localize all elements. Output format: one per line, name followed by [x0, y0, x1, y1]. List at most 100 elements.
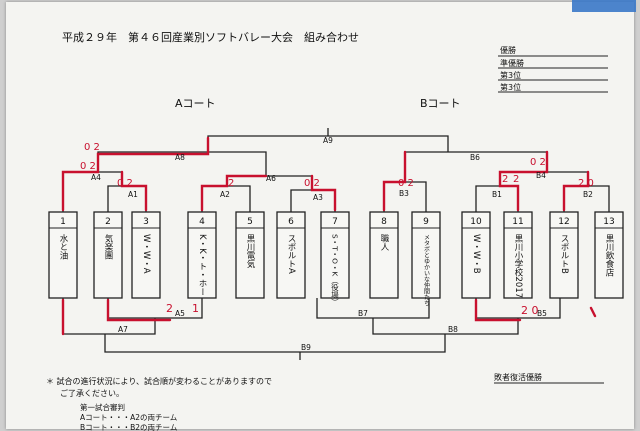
team-number: 13 [603, 217, 614, 227]
match-label: A6 [266, 174, 276, 183]
team-name: 水と油 [58, 233, 68, 260]
team-box-frame [235, 211, 265, 299]
team-box-2: 2 気楽團 [93, 211, 123, 299]
team-box-frame [549, 211, 579, 299]
team-box-8: 8 職人 [369, 211, 399, 299]
team-box-frame [131, 211, 161, 299]
team-number: 2 [105, 217, 111, 227]
blue-tape [572, 0, 636, 12]
team-name: スポルトB [559, 234, 569, 274]
match-label: A9 [323, 136, 333, 145]
team-box-1: 1 水と油 [48, 211, 78, 299]
team-box-4: 4K・K・ト・ホー [187, 211, 217, 299]
result-runner-up: 準優勝 [500, 58, 524, 68]
match-label: B2 [583, 190, 593, 199]
score-a3: 0 2 [304, 178, 320, 189]
team-box-frame [369, 211, 399, 299]
score-b1: 2 [513, 174, 519, 185]
match-label: B1 [492, 190, 502, 199]
note-line-1: ＊ 試合の進行状況により、試合順が変わることがありますので [46, 376, 272, 386]
match-label: B6 [470, 153, 480, 162]
match-label: B7 [358, 309, 368, 318]
team-number: 7 [332, 217, 338, 227]
team-number: 12 [558, 217, 569, 227]
team-number: 10 [470, 217, 482, 227]
match-label: B9 [301, 343, 311, 352]
match-label: A5 [175, 309, 185, 318]
team-number: 6 [288, 217, 294, 227]
score-b7: 2 [502, 174, 508, 185]
match-label: B3 [399, 189, 409, 198]
team-box-frame [320, 211, 350, 299]
winner-highlights [61, 136, 597, 336]
team-box-10: 10W・W・B [461, 211, 491, 299]
team-number: 11 [512, 217, 523, 227]
handwritten-scores: 0 2 0 2 2 0 2 0 2 2 1 0 2 0 2 2 2 0 2 0 … [80, 142, 594, 317]
team-number: 3 [143, 217, 149, 227]
team-box-6: 6 スポルトA [276, 211, 306, 299]
team-name: W・W・A [141, 234, 151, 274]
score-a1: 0 2 [117, 178, 133, 189]
team-box-12: 12 スポルトB [549, 211, 579, 299]
match-label: B5 [537, 309, 547, 318]
team-box-frame [503, 211, 533, 299]
team-box-13: 13 黒川飲食店 [594, 211, 624, 299]
team-name: 黒川小学校2017 [513, 234, 523, 298]
match-label: A8 [175, 153, 185, 162]
match-label: B8 [448, 325, 458, 334]
score-b2: 2 0 [578, 178, 594, 189]
score-a5-right: 1 [192, 302, 199, 315]
score-a2: 2 [228, 178, 234, 189]
team-box-frame [187, 211, 217, 299]
team-box-frame [594, 211, 624, 299]
score-a8: 0 2 [84, 142, 100, 153]
match-labels: A9 A8 A4 A1 A6 A2 A3 B6 B3 B4 B1 B2 A5 A… [91, 136, 593, 352]
score-a4: 0 2 [80, 161, 96, 172]
team-box-frame [48, 211, 78, 299]
court-b-label: Bコート [420, 97, 461, 110]
team-name: 黒川飲食店 [604, 234, 614, 277]
consolation-label: 敗者復活優勝 [494, 372, 542, 382]
team-box-7: 7S・T・O・K（役場） [320, 211, 350, 306]
team-name: W・W・B [471, 234, 481, 274]
score-b5: 2 0 [521, 304, 539, 317]
note-line-2: ご了承ください。 [60, 388, 124, 398]
team-box-frame [461, 211, 491, 299]
team-box-frame [276, 211, 306, 299]
result-winner: 優勝 [500, 45, 516, 55]
referee-title: 第一試合審判 [80, 402, 125, 412]
team-name: 黒川電気 [245, 234, 255, 269]
team-box-5: 5 黒川電気 [235, 211, 265, 299]
match-label: A4 [91, 173, 101, 182]
page-title: 平成２９年 第４６回産業別ソフトバレー大会 組み合わせ [62, 30, 359, 44]
team-box-11: 11 黒川小学校2017 [503, 211, 533, 299]
result-third-2: 第3位 [500, 82, 521, 92]
team-number: 4 [199, 217, 205, 227]
match-label: A7 [118, 325, 128, 334]
team-box-frame [411, 211, 441, 299]
team-number: 5 [247, 217, 253, 227]
team-name: メタボとゆかいな仲間たち [423, 234, 430, 307]
team-name: スポルトA [286, 234, 296, 274]
team-box-9: 9 メタボとゆかいな仲間たち [411, 211, 441, 307]
court-a-label: Aコート [175, 97, 216, 110]
team-box-frame [93, 211, 123, 299]
referee-court-b: Bコート・・・B2の両チーム [80, 423, 177, 431]
team-number: 8 [381, 217, 387, 227]
match-label: B4 [536, 171, 546, 180]
team-number: 1 [60, 217, 66, 227]
referee-court-a: Aコート・・・A2の両チーム [80, 413, 177, 422]
score-b4: 0 2 [530, 157, 546, 168]
match-label: A2 [220, 190, 230, 199]
match-label: A1 [128, 190, 138, 199]
team-number: 9 [423, 217, 429, 227]
score-b3: 0 2 [398, 178, 414, 189]
results-table [498, 55, 608, 93]
team-boxes: 1 水と油 2 気楽團 3W・W・A 4K・K・ト・ホー 5 黒川電気 6 スポルトA 7S・T・O… [48, 211, 624, 307]
result-third-1: 第3位 [500, 70, 521, 80]
score-a5-left: 2 [166, 302, 173, 315]
team-name: 職人 [379, 234, 389, 251]
team-name: 気楽團 [103, 233, 113, 260]
match-label: A3 [313, 193, 323, 202]
